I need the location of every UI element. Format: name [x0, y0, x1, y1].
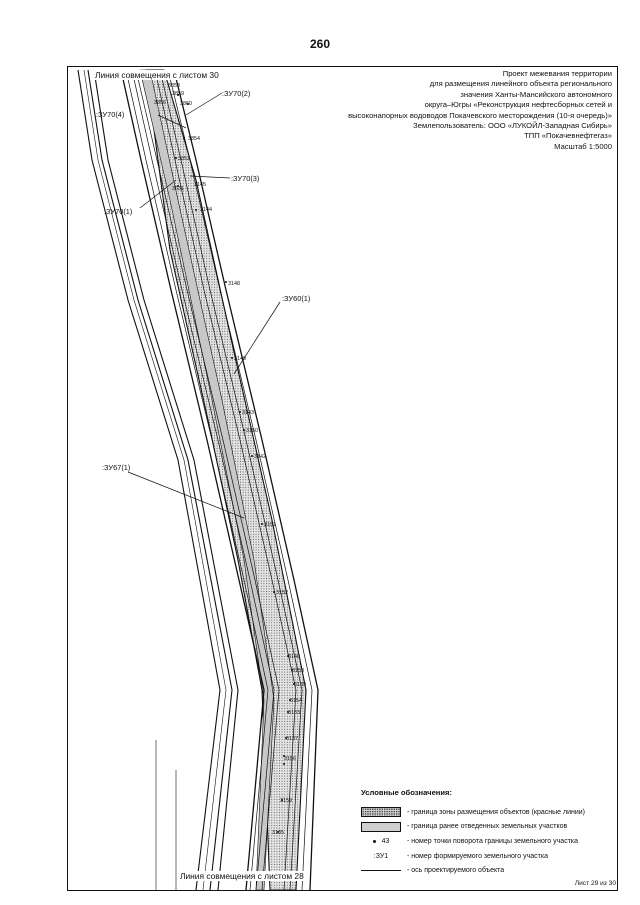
parcel-label: :ЗУ67(1) [102, 463, 130, 472]
scale-label: Масштаб 1:5000 [554, 141, 612, 151]
parcel-label: :ЗУ70(3) [231, 174, 259, 183]
point-label: 3154 [290, 698, 302, 704]
point-label: 3149 [234, 356, 246, 362]
point-label: 3139 [294, 682, 306, 688]
point-label: 3859 [172, 91, 184, 97]
point-label: 3137 [286, 736, 298, 742]
title-line: значения Ханты-Мансийского автономного [460, 89, 612, 99]
parcel-label: :ЗУ70(2) [222, 89, 250, 98]
point-label: 3631 [172, 186, 184, 192]
dot-icon [372, 839, 376, 843]
legend-sample: 43 [381, 837, 390, 845]
title-line: для размещения линейного объекта региона… [429, 79, 612, 89]
legend-text: - граница ранее отведенных земельных уча… [407, 823, 568, 831]
sheet-link-top: Линия совмещения с листом 30 [93, 70, 221, 80]
point-label: 3152 [276, 590, 288, 596]
prev-parcel-swatch [361, 821, 401, 832]
red-line-zone-swatch [361, 807, 401, 818]
sheet-count: Лист 29 из 30 [574, 880, 616, 887]
legend-text: - номер точки поворота границы земельног… [407, 837, 579, 845]
axis-line-left [77, 69, 221, 890]
point-label: 3140 [288, 654, 300, 660]
point-label: 3856 [154, 100, 166, 106]
prev-parcel-strip [139, 69, 275, 890]
point-label: 3858 [168, 83, 180, 89]
legend-text: - номер формируемого земельного участка [407, 852, 548, 860]
sheet-link-bottom: Линия совмещения с листом 28 [178, 871, 306, 881]
legend-sample: :ЗУ1 [373, 852, 389, 860]
point-label: 3148 [228, 281, 240, 287]
point-label: 3143 [242, 410, 254, 416]
title-block: Проект межевания территории для размещен… [282, 69, 612, 152]
legend-title: Условные обозначения: [361, 788, 453, 797]
legend-text: - граница зоны размещения объектов (крас… [407, 808, 586, 816]
point-label: 3159 [280, 798, 292, 804]
parcel-code-sample: :ЗУ1 [361, 851, 401, 861]
parcel-label: :ЗУ60(1) [282, 294, 310, 303]
point-label: 3151 [264, 522, 276, 528]
legend: Условные обозначения: - граница зоны раз… [361, 788, 615, 878]
title-line: Проект межевания территории [502, 69, 612, 78]
point-label: 3153 [292, 668, 304, 674]
point-label: 3860 [180, 101, 192, 107]
line-icon [361, 870, 401, 872]
point-label: 3854 [188, 136, 200, 142]
point-label: 3133 [288, 710, 300, 716]
axis-line-swatch [361, 866, 401, 876]
legend-item: 43 - номер точки поворота границы земель… [361, 834, 615, 849]
point-label: 3144 [200, 207, 212, 213]
legend-item: - граница зоны размещения объектов (крас… [361, 805, 615, 820]
title-line: Землепользователь: ООО «ЛУКОЙЛ-Западная … [413, 121, 612, 131]
title-line: высоконапорных водоводов Покачевского ме… [348, 110, 612, 120]
page-number: 260 [309, 37, 331, 51]
legend-item: :ЗУ1 - номер формируемого земельного уча… [361, 849, 615, 864]
point-label: 3145 [194, 182, 206, 188]
title-line: ТПП «Покачевнефтегаз» [524, 131, 612, 141]
turn-point-dot: 43 [361, 836, 401, 846]
point-label: 3135 [272, 830, 284, 836]
legend-item: - граница ранее отведенных земельных уча… [361, 820, 615, 835]
parcel-label: :ЗУ70(4) [96, 110, 124, 119]
legend-item: - ось проектируемого объекта [361, 863, 615, 878]
map-frame [67, 66, 618, 891]
point-label: 3852 [178, 156, 190, 162]
title-line: округа–Югры «Реконструкция нефтесборных … [424, 100, 612, 110]
legend-text: - ось проектируемого объекта [407, 867, 505, 875]
point-label: 3142 [254, 454, 266, 460]
point-label: 3150 [246, 428, 258, 434]
point-label: 3156 [284, 756, 296, 762]
parcel-label: :ЗУ70(1) [104, 207, 132, 216]
